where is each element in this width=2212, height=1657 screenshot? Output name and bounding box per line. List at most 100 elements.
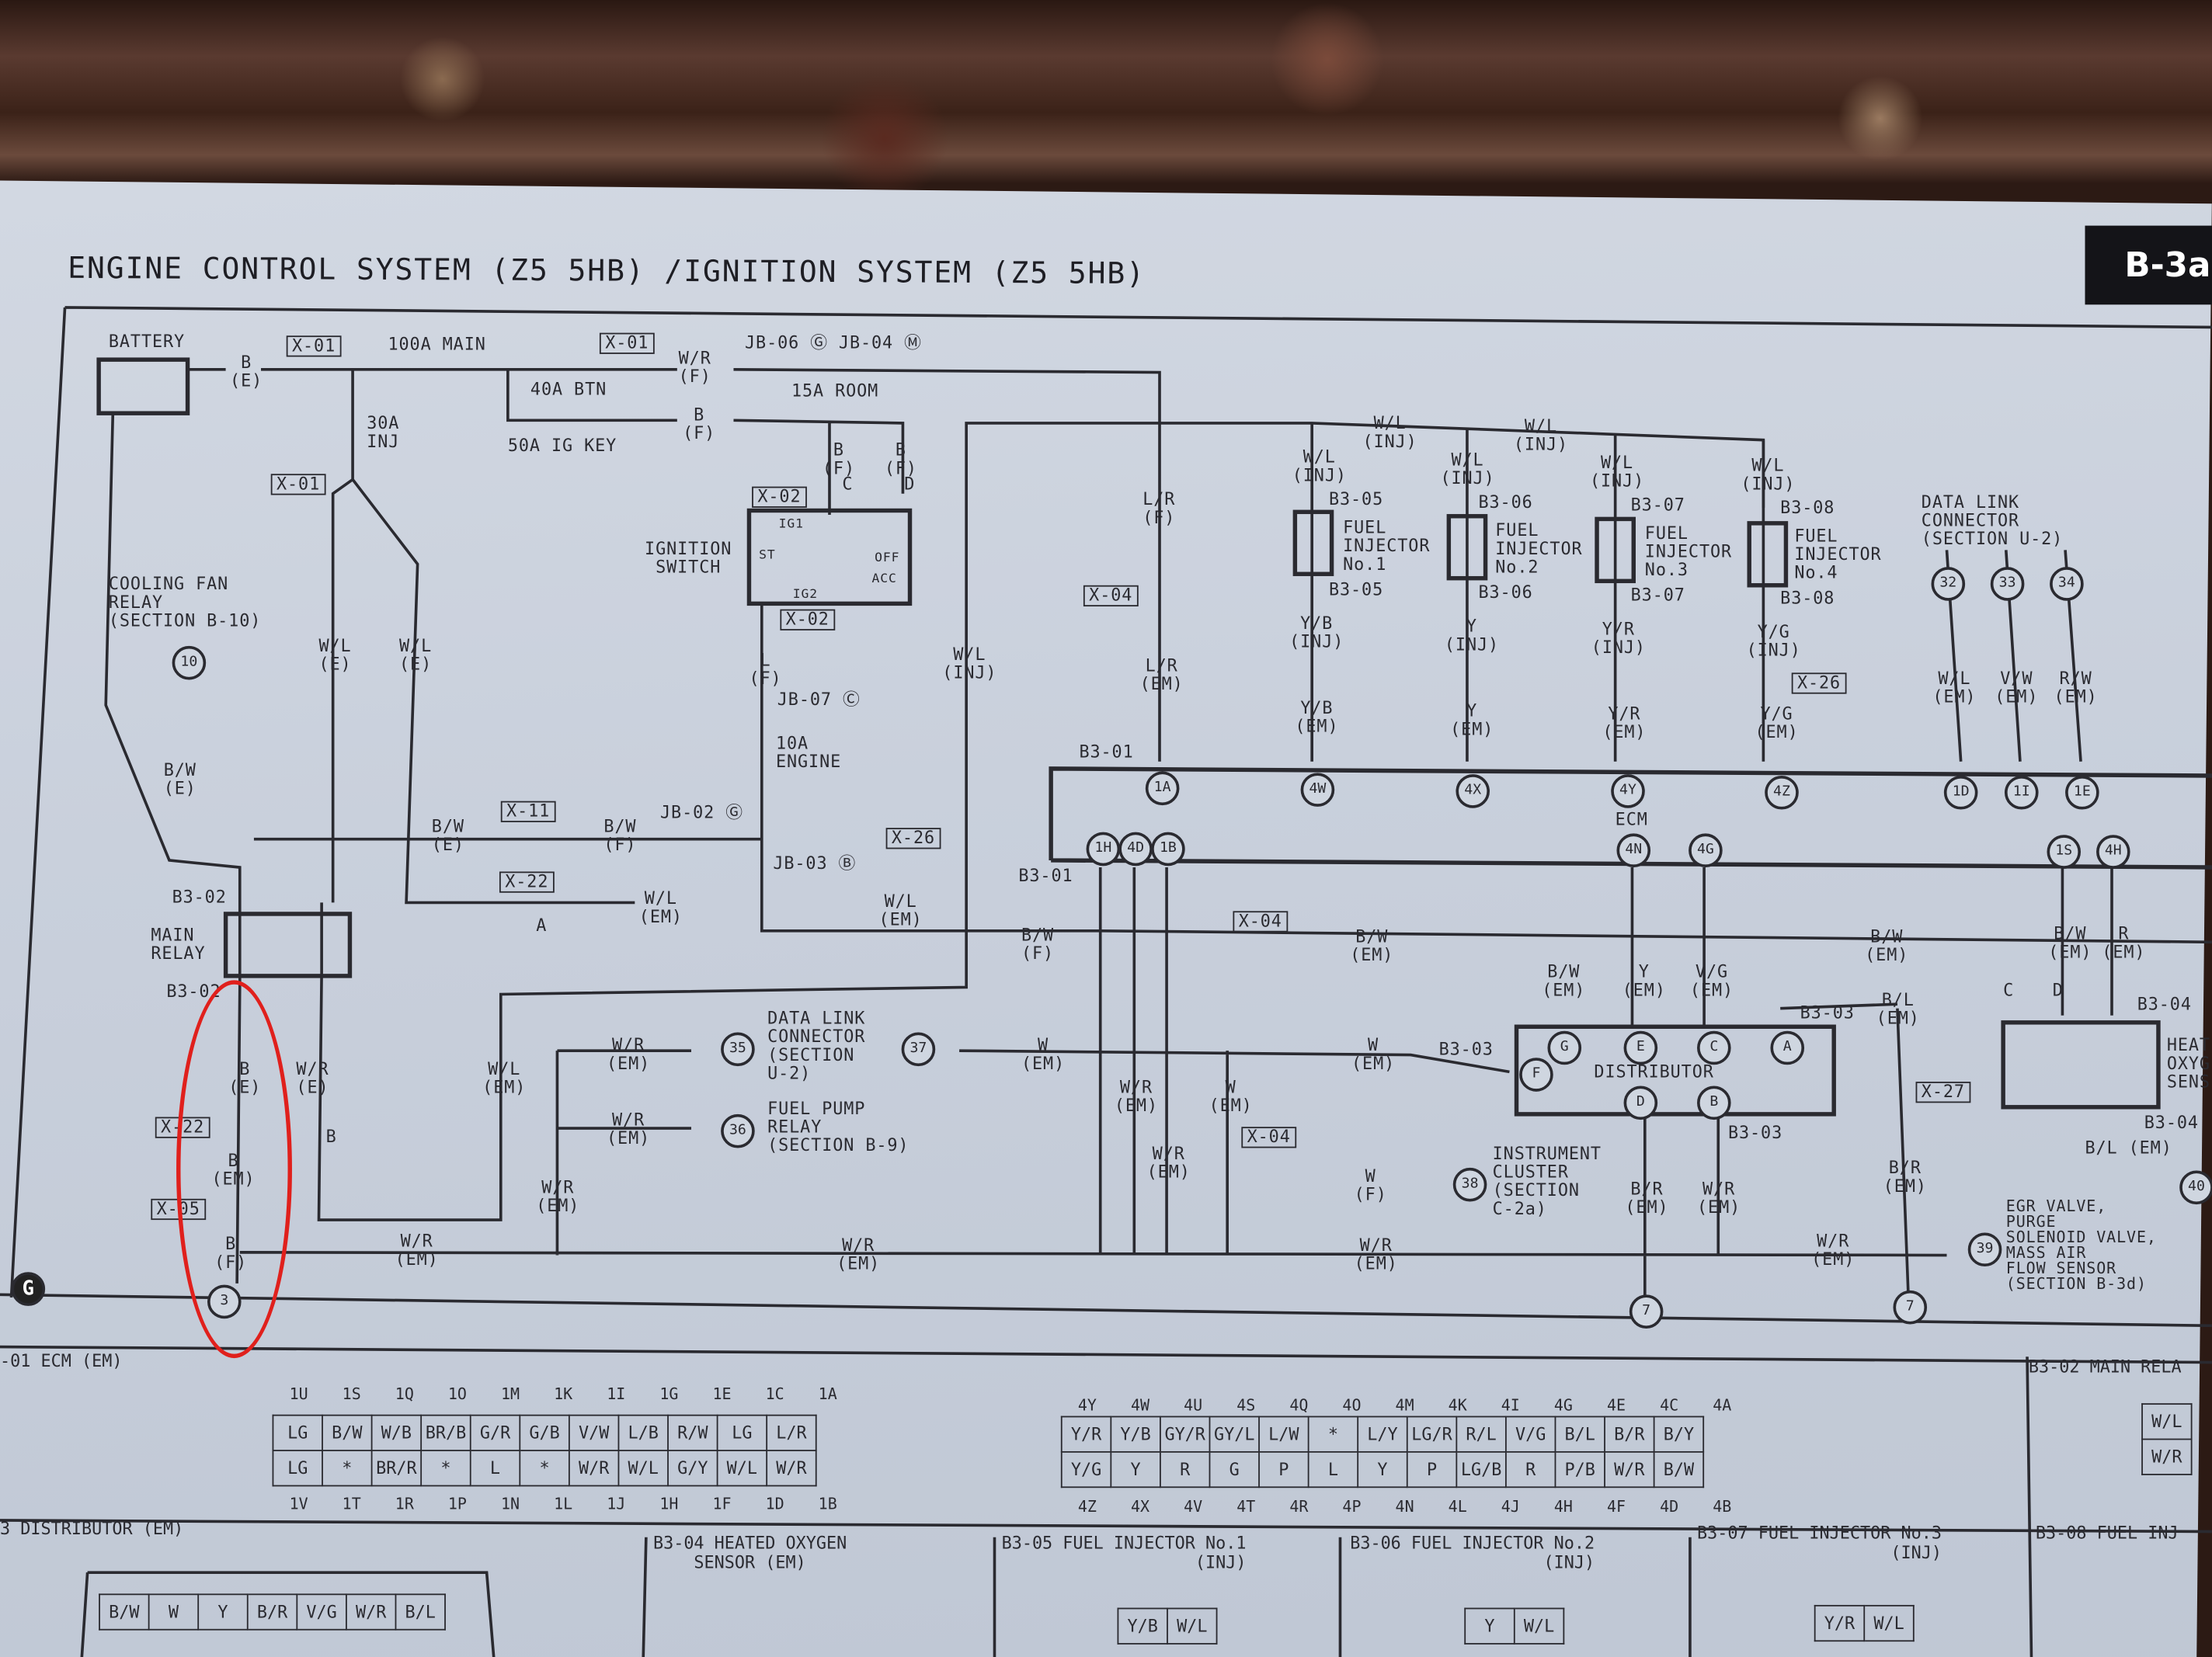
main-relay-connector-title: B3-02 MAIN RELA [2028,1357,2182,1377]
wire-label: B/W (EM) [2048,923,2092,962]
wire-label: W/R (EM) [1146,1144,1191,1183]
wire-label: L (F) [749,650,782,689]
ecm-connector-title: -01 ECM (EM) [0,1351,123,1371]
injector-2-symbol [1446,514,1488,581]
wire-label: B/R (EM) [1625,1179,1669,1218]
wire-label: Y (INJ) [1444,616,1500,655]
connector-b304: B3-04 [2144,1113,2199,1133]
pin-label: D [904,474,916,494]
terminal-wire-color: W/B [370,1414,423,1451]
connector-x22: X-22 [499,871,555,893]
terminal-wire-color: LG [716,1414,768,1451]
switch-position: IG1 [778,517,804,532]
injector-4-symbol [1747,521,1789,588]
pin-number: 1N [501,1495,520,1513]
pin-number: 1P [447,1495,467,1513]
pin-number: 4B [1713,1497,1732,1516]
fuse-100a-main: 100A MAIN [388,334,486,354]
connector-x02: X-02 [780,609,836,630]
red-highlight-circle [176,980,292,1359]
ecm-pin: 4Y [1611,774,1645,808]
terminal-wire-color: R [1504,1450,1556,1489]
injector1-connector-title: B3-05 FUEL INJECTOR No.1 (INJ) [1001,1533,1247,1573]
wire-label: W (EM) [1351,1035,1396,1074]
wire-label: Y (EM) [1622,961,1666,1000]
hos-connector-title: B3-04 HEATED OXYGEN SENSOR (EM) [652,1533,847,1573]
ground-bus-wire [239,1002,1947,1305]
junction-block-label: JB-07 Ⓒ [777,690,861,710]
distributor-pin: B [1697,1086,1731,1120]
connection-ref-37: 37 [901,1032,936,1067]
ecm-pin: 1I [2004,775,2039,810]
pin-number: 4N [1395,1497,1414,1516]
fuse-30a-inj: 30A INJ [367,413,400,452]
wire-label: B (F) [822,439,856,478]
wire-label: B/W (E) [163,759,197,799]
ig-key-wire [506,369,905,515]
terminal-wire-color: B/R [246,1593,298,1631]
switch-position: OFF [875,551,900,566]
pin-label: B [325,1127,337,1147]
ecm-pin: 4X [1456,774,1490,808]
terminal-wire-color: B/Y [1653,1416,1705,1453]
connector-b303: B3-03 [1438,1039,1494,1060]
injector-feed-wire [317,422,1765,1221]
terminal-wire-color: W/L [716,1450,768,1487]
ecm-pin: 4D [1118,832,1153,867]
connection-ref-36: 36 [721,1113,755,1148]
connector-x01: X-01 [286,335,342,357]
pin-number: 4D [1660,1497,1679,1516]
distributor-connector-title: 3 DISTRIBUTOR (EM) [0,1519,184,1539]
distributor-pin: F [1519,1058,1553,1092]
wire-label: W/L (EM) [1932,668,1977,707]
wire-label: V/G (EM) [1689,961,1734,1000]
connector-b301: B3-01 [1018,866,1073,886]
terminal-wire-color: W/L [2141,1403,2193,1440]
wire-label: B (F) [884,439,917,478]
connection-ref-39: 39 [1967,1232,2002,1267]
terminal-wire-color: P [1406,1450,1458,1489]
pin-number: 1B [818,1495,837,1513]
wire-label: W/R (EM) [1697,1179,1741,1218]
pin-number: 1U [289,1384,308,1404]
pin-number: 4Y [1077,1396,1097,1415]
ecm-pin: 1B [1151,832,1185,867]
wire-label: W/L (INJ) [1741,455,1796,494]
pin-number: 4K [1448,1396,1467,1415]
connector-x02: X-02 [752,486,807,508]
connector-x04: X-04 [1083,585,1139,607]
terminal-wire-color: Y [1464,1607,1515,1645]
connector-b302: B3-02 [172,887,227,907]
terminal-wire-color: G/R [469,1414,521,1451]
pin-number: 4A [1713,1396,1732,1415]
pin-number: 4Z [1077,1497,1097,1516]
wire-label: L/R (F) [1143,489,1176,528]
pin-number: 4Q [1289,1396,1309,1415]
terminal-wire-color: LG/B [1456,1450,1507,1489]
connector-b308: B3-08 [1780,498,1835,518]
connector-x01: X-01 [599,332,655,354]
terminal-wire-color: * [519,1450,570,1487]
egr-valve-label: EGR VALVE, PURGE SOLENOID VALVE, MASS AI… [2005,1197,2157,1294]
pin-label: C [842,474,854,494]
connection-ref-10: 10 [172,645,207,680]
injector4-connector-title: B3-08 FUEL INJ [2035,1523,2179,1544]
wire-label: B/W (F) [1021,925,1055,964]
ecm-pin: 4Z [1765,775,1799,810]
ecm-pin: 4W [1300,773,1335,807]
terminal-wire-color: W/R [766,1450,817,1487]
pin-number: 4P [1342,1497,1362,1516]
main-relay-label: MAIN RELAY [151,925,206,964]
connector-b304: B3-04 [2137,994,2192,1014]
pin-number: 4G [1553,1396,1573,1415]
wire-label: W/R (EM) [607,1110,651,1148]
terminal-wire-color: * [420,1450,471,1487]
connector-b301: B3-01 [1079,742,1134,762]
battery-label: BATTERY [108,331,186,352]
terminal-wire-color: GY/R [1159,1416,1211,1453]
fuel-injector-4-label: FUEL INJECTOR No.4 [1794,526,1882,583]
pin-number: 4O [1342,1396,1362,1415]
terminal-wire-color: L/B [617,1414,669,1451]
